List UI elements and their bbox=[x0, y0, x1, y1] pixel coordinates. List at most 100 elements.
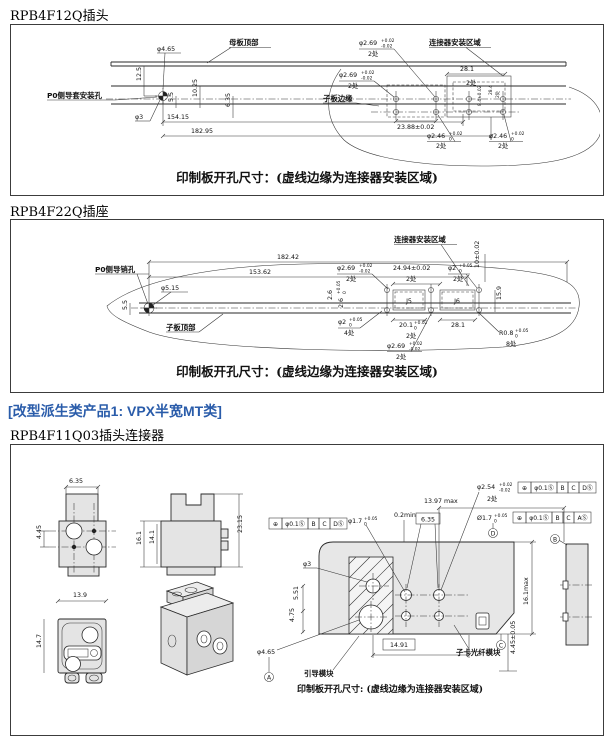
dim-02min: 0.2min bbox=[394, 512, 416, 519]
dim-d465: φ4.65 bbox=[157, 46, 175, 53]
dim-84: 8.4±0.02 bbox=[477, 85, 483, 106]
dim-1491: 14.91 bbox=[370, 635, 472, 658]
svg-text:φ0.1Ⓢ: φ0.1Ⓢ bbox=[285, 520, 305, 528]
right-edge-view bbox=[560, 543, 594, 646]
fiber-module-label: 子卡光纤模块 bbox=[453, 624, 501, 657]
dim-15362: 153.62 bbox=[249, 269, 271, 276]
variant-heading: [改型派生类产品1: VPX半宽MT类] bbox=[8, 403, 222, 419]
pcb-plate bbox=[318, 541, 515, 635]
p0-guide-hole bbox=[155, 88, 171, 104]
svg-text:B: B bbox=[311, 521, 315, 528]
dim-15415: 154.15 bbox=[167, 114, 189, 121]
svg-text:2处: 2处 bbox=[396, 352, 407, 361]
svg-text:-0.02: -0.02 bbox=[409, 346, 421, 352]
datum-c-marker: C bbox=[496, 634, 506, 650]
j5-label: J5 bbox=[405, 298, 412, 305]
front-view bbox=[49, 493, 116, 577]
dim-d3: φ3 bbox=[135, 114, 143, 121]
dim-475: 4.75 bbox=[289, 608, 296, 622]
svg-text:+0.02: +0.02 bbox=[449, 131, 463, 137]
svg-text:φ2: φ2 bbox=[448, 265, 456, 272]
svg-text:28.1: 28.1 bbox=[451, 322, 465, 329]
svg-text:2.6: 2.6 bbox=[338, 298, 345, 308]
svg-text:+0.02: +0.02 bbox=[414, 320, 428, 326]
svg-text:0: 0 bbox=[494, 518, 497, 524]
svg-text:+0.05: +0.05 bbox=[336, 280, 342, 294]
svg-text:C: C bbox=[322, 521, 326, 528]
fcf-d254: ⊕ φ0.1Ⓢ B C DⓈ bbox=[517, 481, 597, 494]
section1-title: RPB4F12Q插头 bbox=[10, 9, 109, 24]
figure3-caption: 印制板开孔尺寸: (虚线边缘为连接器安装区域) bbox=[297, 683, 483, 695]
dim-635-boxed: 6.35 bbox=[406, 512, 441, 589]
dim-d269-g1: φ2.69 +0.02 -0.02 2处 bbox=[337, 263, 389, 290]
j5-j6-rects bbox=[384, 284, 482, 316]
svg-text:φ2.69: φ2.69 bbox=[337, 265, 355, 272]
svg-text:+0.02: +0.02 bbox=[499, 482, 513, 488]
figure1-drawing: 母板顶部 φ4.65 12.5 P0侧导套安装孔 φ3 5.5 10.25 6.… bbox=[47, 38, 600, 185]
svg-text:2处: 2处 bbox=[346, 274, 357, 283]
dim-1397: 13.97 max bbox=[424, 498, 458, 505]
dim-labels: 182.42 153.62 P0侧导销孔 φ5.15 5.5 子板顶部 连接器安… bbox=[95, 235, 570, 361]
svg-text:φ2.69: φ2.69 bbox=[359, 40, 377, 47]
dim-18242: 182.42 bbox=[277, 254, 299, 261]
p0-pin-hole bbox=[141, 300, 157, 316]
dim-161max: 16.1max bbox=[523, 577, 530, 605]
side-view bbox=[160, 493, 229, 576]
mount-area-rects bbox=[386, 75, 512, 120]
svg-text:φ2: φ2 bbox=[338, 319, 346, 326]
svg-text:23.88±0.02: 23.88±0.02 bbox=[397, 124, 434, 131]
svg-text:0: 0 bbox=[349, 322, 352, 328]
svg-text:14.91: 14.91 bbox=[390, 642, 408, 649]
dim-2388: 23.88±0.02 bbox=[393, 118, 439, 131]
isometric-view bbox=[159, 581, 235, 676]
svg-text:4处: 4处 bbox=[344, 328, 355, 337]
svg-text:0: 0 bbox=[342, 291, 348, 294]
dim-26: 2.6 bbox=[327, 290, 334, 300]
svg-text:子卡光纤模块: 子卡光纤模块 bbox=[456, 648, 501, 657]
dim-281: 28.1 bbox=[437, 317, 478, 329]
dim-2315: 23.15 bbox=[237, 515, 244, 533]
svg-text:φ1.7: φ1.7 bbox=[348, 518, 362, 525]
svg-text:2处: 2处 bbox=[498, 141, 509, 150]
guide-module-label: 引导模块 bbox=[304, 635, 360, 678]
dim-281: 28.1 2处 bbox=[444, 66, 508, 87]
svg-text:24.94±0.02: 24.94±0.02 bbox=[393, 265, 430, 272]
position-icon: ⊕ bbox=[517, 515, 522, 522]
svg-text:φ2.69: φ2.69 bbox=[339, 72, 357, 79]
dim-159: 15.9 bbox=[496, 286, 503, 300]
svg-text:2处: 2处 bbox=[466, 78, 477, 87]
svg-text:+0.05: +0.05 bbox=[515, 328, 529, 334]
dim-445tol: 4.45±0.05 bbox=[510, 621, 517, 654]
dim-139: 13.9 bbox=[73, 592, 87, 599]
position-icon: ⊕ bbox=[273, 521, 278, 528]
dim-161: 16.1 bbox=[136, 531, 143, 545]
position-icon: ⊕ bbox=[522, 485, 527, 492]
dim-26-tol: 2.6 +0.05 0 bbox=[336, 280, 348, 308]
svg-text:B: B bbox=[555, 515, 559, 522]
dim-d17b: Ø1.7 +0.05 0 bbox=[477, 513, 508, 524]
svg-text:+0.02: +0.02 bbox=[361, 70, 375, 76]
svg-text:2处: 2处 bbox=[368, 49, 379, 58]
daughter-edge-label: 子板边缘 bbox=[323, 94, 353, 103]
fcf-d17: ⊕ φ0.1Ⓢ B C AⓈ bbox=[512, 511, 592, 524]
hole-crosses bbox=[393, 91, 506, 120]
dim-201: 20.1 +0.02 0 2处 bbox=[390, 317, 428, 340]
mount-area-label: 连接器安装区域 bbox=[394, 235, 446, 244]
svg-text:+0.02: +0.02 bbox=[511, 131, 525, 137]
dim-d2-g2: φ2 +0.05 0 4处 bbox=[338, 310, 383, 337]
board-outline-lines bbox=[106, 263, 580, 351]
dim-d246-a: φ2.46 +0.02 0 2处 bbox=[427, 114, 463, 150]
svg-text:φ2.54: φ2.54 bbox=[477, 484, 495, 491]
svg-text:0: 0 bbox=[511, 136, 514, 142]
dim-d17-leader: φ1.7 +0.05 0 bbox=[348, 516, 406, 593]
svg-text:D: D bbox=[491, 531, 496, 538]
svg-text:DⓈ: DⓈ bbox=[333, 520, 344, 528]
dim-r08: R0.8 +0.05 0 8处 bbox=[477, 311, 529, 348]
svg-text:2处: 2处 bbox=[406, 274, 417, 283]
dim-284: 28.4 bbox=[488, 85, 494, 95]
dim-d269-left: φ2.69 +0.02 -0.02 2处 bbox=[339, 70, 395, 98]
svg-text:AⓈ: AⓈ bbox=[577, 514, 587, 522]
dim-d465-datum-a: φ4.65 A bbox=[257, 619, 360, 682]
svg-text:28.1: 28.1 bbox=[460, 66, 474, 73]
figure1-frame: 母板顶部 φ4.65 12.5 P0侧导套安装孔 φ3 5.5 10.25 6.… bbox=[10, 24, 604, 196]
